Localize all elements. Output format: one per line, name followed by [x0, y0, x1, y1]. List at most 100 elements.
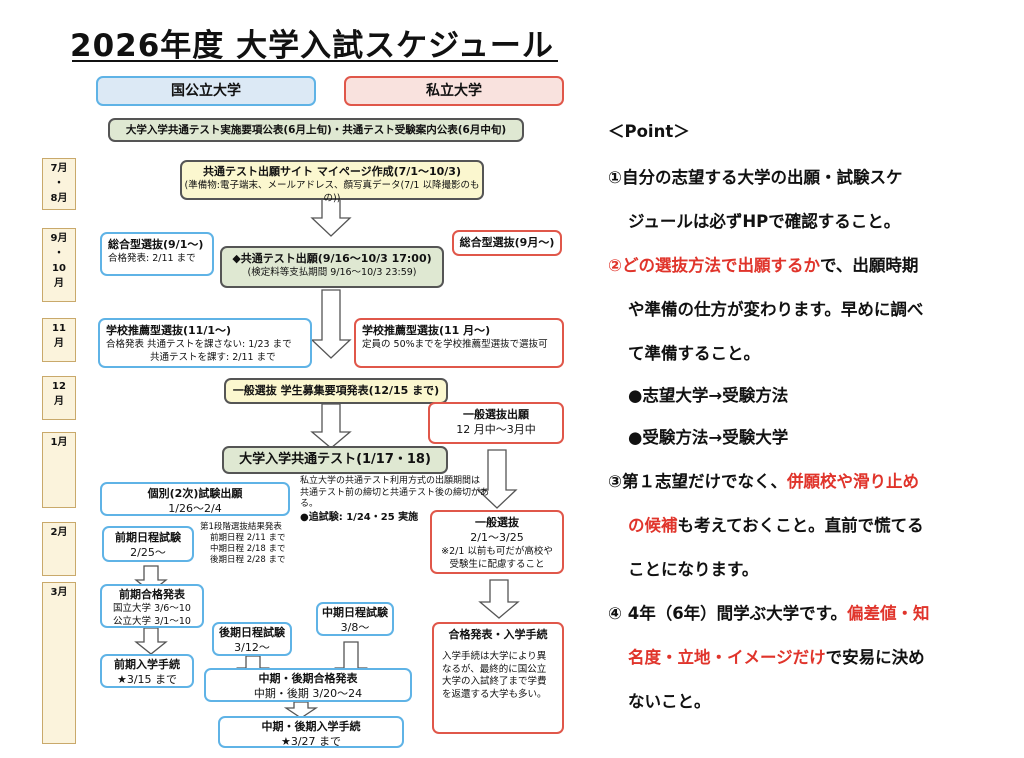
- gen-private-l3: 受験生に配慮すること: [449, 558, 545, 570]
- point-2-line-4: ●志望大学→受験方法: [628, 386, 789, 405]
- general-apply-title: 一般選抜出願: [463, 408, 529, 421]
- chuki-exam-title: 中期日程試験: [322, 606, 388, 619]
- flow-arrows: [134, 197, 520, 719]
- point-3-a: ③第１志望だけでなく、: [608, 472, 787, 491]
- point-2-line-2: や準備の仕方が変わります。早めに調べ: [628, 300, 924, 319]
- zenki-enroll-title: 前期入学手続: [114, 658, 180, 671]
- zenki-result-title: 前期合格発表: [119, 588, 185, 601]
- koki-exam-title: 後期日程試験: [219, 626, 285, 639]
- zenki-enroll-box: 前期入学手続 ★3/15 まで: [100, 654, 194, 688]
- gen-private-box: 一般選抜 2/1〜3/25 ※2/1 以前も可だが高校や 受験生に配慮すること: [430, 510, 564, 574]
- ct-apply-sub: (検定料等支払期間 9/16〜10/3 23:59): [247, 266, 417, 278]
- chuki-koki-result-sub: 中期・後期 3/20〜24: [253, 686, 363, 700]
- ct-note-l2: 共通テスト前の締切と共通テスト後の締切がある。: [300, 487, 490, 510]
- arrow-down: [310, 403, 352, 449]
- point-2-rest: で、出願時期: [819, 256, 919, 275]
- rec-public-l1: 合格発表 共通テストを課さない: 1/23 まで: [106, 338, 292, 350]
- rec-public-l2: 共通テストを課す: 2/11 まで: [150, 351, 276, 363]
- first-stage-note: 第1段階選抜結果発表 前期日程 2/11 まで 中期日程 2/18 まで 後期日…: [200, 522, 320, 566]
- arrow-down: [478, 579, 520, 619]
- first-stage-l3: 中期日程 2/18 まで: [210, 544, 286, 555]
- rec-private-title: 学校推薦型選抜(11 月〜): [362, 324, 491, 337]
- general-apply-sub: 12 月中〜3月中: [456, 422, 536, 436]
- gen-private-l1: 2/1〜3/25: [470, 530, 524, 544]
- point-3-line-1: ③第１志望だけでなく、併願校や滑り止め: [608, 468, 919, 492]
- point-1-line-2: ジュールは必ずHPで確認すること。: [628, 212, 901, 231]
- arrow-down: [283, 701, 319, 719]
- month-mar: 3月: [42, 582, 76, 744]
- result-private-box: 合格発表・入学手続 入学手続は大学により異なるが、最終的に国公立大学の入試終了ま…: [432, 622, 564, 734]
- mypage-title: 共通テスト出願サイト マイページ作成(7/1〜10/3): [203, 165, 461, 178]
- gen-private-l2: ※2/1 以前も可だが高校や: [441, 545, 553, 557]
- schedule-diagram: 国公立大学 私立大学 大学入学共通テスト実施要項公表(6月上旬)・共通テスト受験…: [38, 70, 594, 750]
- month-nov: 11 月: [42, 318, 76, 362]
- arrow-down: [134, 627, 168, 655]
- kobetsu-box: 個別(2次)試験出願 1/26〜2/4: [100, 482, 290, 516]
- month-jul-aug: 7月 ・ 8月: [42, 158, 76, 210]
- kobetsu-sub: 1/26〜2/4: [168, 501, 222, 515]
- point-3-b: も考えておくこと。直前で慌てる: [677, 516, 924, 535]
- ao-private-box: 総合型選抜(9月〜): [452, 230, 562, 256]
- public-university-header: 国公立大学: [96, 76, 316, 106]
- zenki-result-l1: 国立大学 3/6〜10: [113, 602, 191, 614]
- mypage-box: 共通テスト出願サイト マイページ作成(7/1〜10/3) (準備物:電子端末、メ…: [180, 160, 484, 204]
- koki-exam-sub: 3/12〜: [234, 640, 270, 654]
- point-2-line-1: ②どの選抜方法で出願するかで、出願時期: [608, 252, 918, 276]
- chuki-exam-box: 中期日程試験 3/8〜: [316, 602, 394, 636]
- point-heading: ＜Point＞: [608, 122, 690, 141]
- ct-note: 私立大学の共通テスト利用方式の出願期間は 共通テスト前の締切と共通テスト後の締切…: [300, 476, 500, 524]
- rec-private-box: 学校推薦型選抜(11 月〜) 定員の 50%までを学校推薦型選抜で選抜可: [354, 318, 564, 368]
- zenki-exam-title: 前期日程試験: [115, 531, 181, 544]
- ct-apply-box: ◆共通テスト出願(9/16〜10/3 17:00) (検定料等支払期間 9/16…: [220, 246, 444, 288]
- point-4-highlight-1: 偏差値・知: [847, 604, 930, 623]
- point-4-line-3: ないこと。: [628, 692, 711, 711]
- point-4-b: で安易に決め: [825, 648, 925, 667]
- point-3-line-3: ことになります。: [628, 560, 759, 579]
- point-4-line-2: 名度・立地・イメージだけで安易に決め: [628, 644, 925, 668]
- point-2-highlight: ②どの選抜方法で出願するか: [608, 256, 820, 275]
- ct-apply-title: ◆共通テスト出願(9/16〜10/3 17:00): [232, 252, 432, 265]
- point-4-line-1: ④ 4年（6年）間学ぶ大学です。偏差値・知: [608, 600, 930, 624]
- title-underline: [72, 60, 558, 62]
- chuki-koki-enroll-box: 中期・後期入学手続 ★3/27 まで: [218, 716, 404, 748]
- arrow-down: [476, 449, 518, 509]
- first-stage-l2: 前期日程 2/11 まで: [210, 533, 286, 544]
- month-sep-oct: 9月 ・ 10 月: [42, 228, 76, 302]
- point-4-highlight-2: 名度・立地・イメージだけ: [628, 648, 826, 667]
- zenki-result-box: 前期合格発表 国立大学 3/6〜10 公立大学 3/1〜10: [100, 584, 204, 628]
- month-dec: 12 月: [42, 376, 76, 420]
- rec-private-sub: 定員の 50%までを学校推薦型選抜で選抜可: [362, 338, 548, 350]
- chuki-koki-result-box: 中期・後期合格発表 中期・後期 3/20〜24: [204, 668, 412, 702]
- ct-note-l1: 私立大学の共通テスト利用方式の出願期間は: [300, 476, 481, 486]
- point-3-line-2: の候補も考えておくこと。直前で慌てる: [628, 512, 924, 536]
- zenki-exam-box: 前期日程試験 2/25〜: [102, 526, 194, 562]
- first-stage-l1: 第1段階選抜結果発表: [200, 522, 282, 532]
- ct-exam-box: 大学入学共通テスト(1/17・18): [222, 446, 448, 474]
- arrow-down: [310, 197, 352, 237]
- page-title: 2026年度 大学入試スケジュール: [70, 28, 554, 64]
- chuki-koki-enroll-title: 中期・後期入学手続: [261, 720, 361, 733]
- ct-note-l3: ●追試験: 1/24・25 実施: [300, 512, 419, 524]
- guideline-banner: 大学入学共通テスト実施要項公表(6月上旬)・共通テスト受験案内公表(6月中旬): [108, 118, 524, 142]
- result-private-title: 合格発表・入学手続: [448, 628, 548, 641]
- gen-private-title: 一般選抜: [475, 516, 519, 529]
- result-private-body: 入学手続は大学により異なるが、最終的に国公立大学の入試終了まで学費を返還する大学…: [442, 650, 547, 701]
- point-3-highlight-1: 併願校や滑り止め: [786, 472, 919, 491]
- zenki-enroll-sub: ★3/15 まで: [116, 672, 178, 686]
- point-2-line-5: ●受験方法→受験大学: [628, 428, 789, 447]
- ao-public-box: 総合型選抜(9/1〜) 合格発表: 2/11 まで: [100, 232, 214, 276]
- chuki-koki-result-title: 中期・後期合格発表: [258, 672, 358, 685]
- arrow-down: [310, 289, 352, 359]
- rec-public-box: 学校推薦型選抜(11/1〜) 合格発表 共通テストを課さない: 1/23 まで …: [98, 318, 312, 368]
- point-4-a: ④ 4年（6年）間学ぶ大学です。: [608, 604, 848, 623]
- first-stage-l4: 後期日程 2/28 まで: [210, 555, 286, 566]
- ao-public-title: 総合型選抜(9/1〜): [108, 238, 204, 251]
- month-jan: 1月: [42, 432, 76, 508]
- general-apply-box: 一般選抜出願 12 月中〜3月中: [428, 402, 564, 444]
- month-feb: 2月: [42, 522, 76, 576]
- ao-public-sub: 合格発表: 2/11 まで: [108, 252, 196, 264]
- zenki-result-l2: 公立大学 3/1〜10: [113, 615, 191, 627]
- mypage-sub: (準備物:電子端末、メールアドレス、顔写真データ(7/1 以降撮影のもの)): [184, 179, 480, 204]
- kobetsu-title: 個別(2次)試験出願: [147, 487, 243, 500]
- chuki-koki-enroll-sub: ★3/27 まで: [280, 734, 342, 748]
